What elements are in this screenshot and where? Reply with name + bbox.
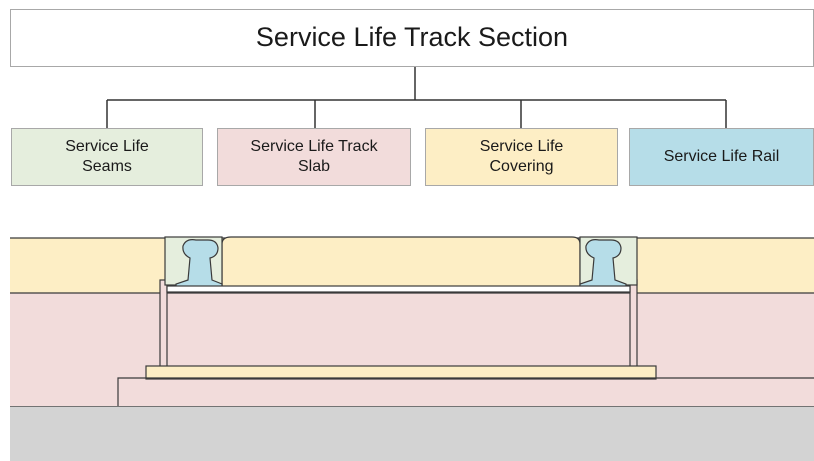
- root-node: Service Life Track Section: [10, 9, 814, 67]
- trough-wall-right: [629, 279, 638, 368]
- node-label: Service Life Track Slab: [250, 138, 378, 175]
- trough-wall-left: [159, 279, 168, 368]
- rail-left: [175, 239, 223, 291]
- node-service-life-covering: Service Life Covering: [425, 128, 618, 186]
- root-node-label: Service Life Track Section: [255, 22, 569, 53]
- base-plate: [145, 365, 657, 380]
- node-label: Service Life Seams: [65, 138, 149, 175]
- center-covering: [221, 236, 581, 293]
- base-layer: [10, 406, 814, 461]
- node-label: Service Life Covering: [479, 138, 564, 175]
- plinth-outline: [117, 377, 814, 406]
- node-service-life-track-slab: Service Life Track Slab: [217, 128, 411, 186]
- slab-layer: [10, 293, 814, 406]
- node-label: Service Life Rail: [663, 148, 780, 165]
- node-service-life-rail: Service Life Rail: [629, 128, 814, 186]
- slab-bearing-strip: [166, 285, 631, 293]
- rail-right: [579, 239, 627, 291]
- node-service-life-seams: Service Life Seams: [11, 128, 203, 186]
